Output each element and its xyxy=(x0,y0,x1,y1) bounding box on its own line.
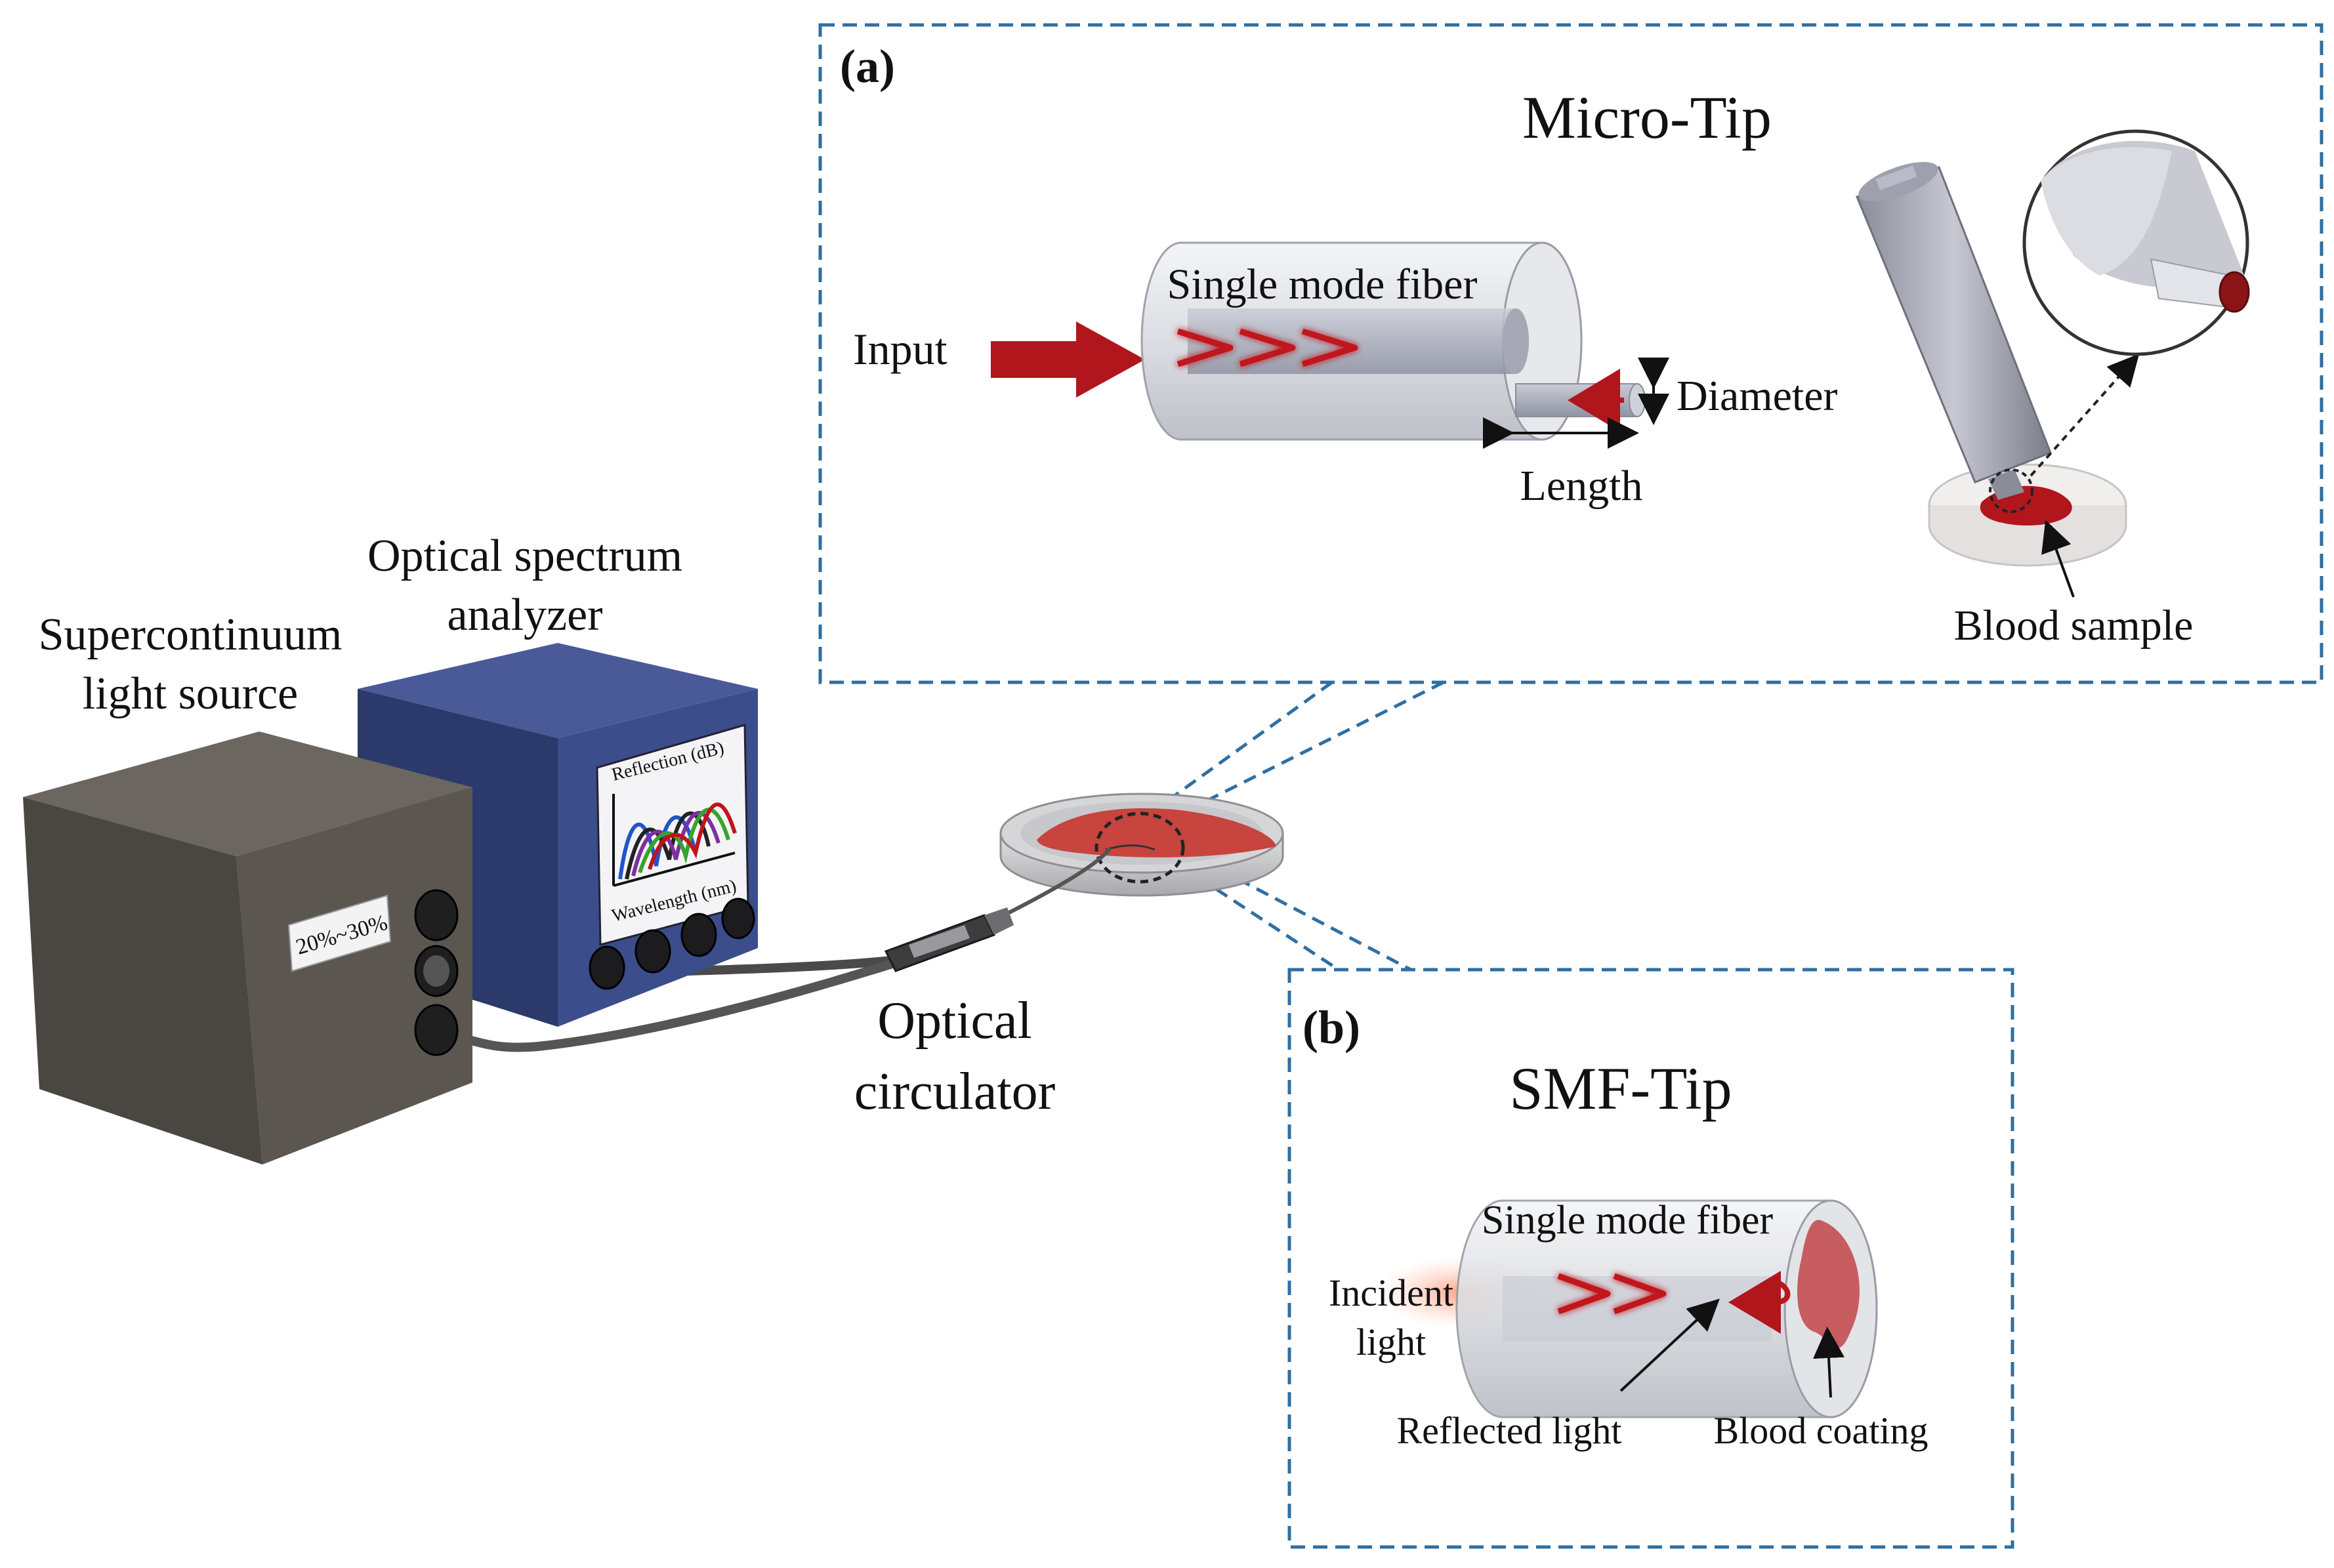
input-label: Input xyxy=(853,324,948,374)
zoom-leader-a xyxy=(2030,354,2140,477)
smf-fiber-label: Single mode fiber xyxy=(1482,1198,1774,1243)
reflected-light-label: Reflected light xyxy=(1396,1409,1621,1452)
circulator-label-line2: circulator xyxy=(854,1063,1055,1121)
smf-reflected-arrow xyxy=(1728,1271,1791,1334)
panel-a-title: Micro-Tip xyxy=(1522,84,1772,151)
incident-label-line2: light xyxy=(1356,1321,1426,1363)
blood-coating-label: Blood coating xyxy=(1713,1409,1928,1452)
panel-a-tag: (a) xyxy=(840,40,895,93)
supercontinuum-source: 20%~30% xyxy=(23,732,472,1165)
zoom-marker-dish xyxy=(1094,812,1185,884)
reflected-pointer xyxy=(1619,1298,1720,1392)
length-label: Length xyxy=(1520,462,1643,510)
osa-label-line1: Optical spectrum xyxy=(367,531,682,581)
source-sticker: 20%~30% xyxy=(287,894,392,972)
forward-light-chevrons xyxy=(1177,328,1358,367)
tip-magnifier xyxy=(2022,129,2250,356)
smf-forward-chevrons xyxy=(1557,1273,1667,1315)
panel-b-title: SMF-Tip xyxy=(1509,1055,1732,1122)
incident-label-line1: Incident xyxy=(1329,1271,1453,1314)
panel-a: (a) Micro-Tip Input Single mode fiber Di… xyxy=(818,23,2324,684)
sample-dish xyxy=(999,793,1284,897)
blood-coating-shape xyxy=(1797,1220,1860,1348)
input-arrow-icon xyxy=(991,321,1145,398)
osa-screen-plot xyxy=(612,794,737,887)
zoom-marker-a xyxy=(1989,468,2033,513)
panel-b-frame xyxy=(1287,968,2014,1549)
panel-b-tag: (b) xyxy=(1302,1001,1360,1054)
osa-label-line2: analyzer xyxy=(447,590,602,640)
osa-knobs xyxy=(589,897,755,990)
blood-sample-label: Blood sample xyxy=(1954,602,2194,650)
optical-circulator xyxy=(884,907,1014,972)
micro-tip-fiber-label: Single mode fiber xyxy=(1167,260,1478,308)
source-label-line2: light source xyxy=(83,669,299,719)
panel-b: (b) SMF-Tip Single mode fiber Incident l… xyxy=(1287,968,2014,1549)
circulator-label-line1: Optical xyxy=(877,992,1032,1050)
coating-pointer xyxy=(1813,1327,1844,1398)
zoom-callout-a xyxy=(1167,680,1445,812)
sample-pointer xyxy=(2041,520,2075,598)
panel-a-frame xyxy=(818,23,2324,684)
source-label-line1: Supercontinuum xyxy=(39,609,343,660)
diameter-label: Diameter xyxy=(1677,372,1838,420)
probe-in-sample xyxy=(1856,161,2127,567)
